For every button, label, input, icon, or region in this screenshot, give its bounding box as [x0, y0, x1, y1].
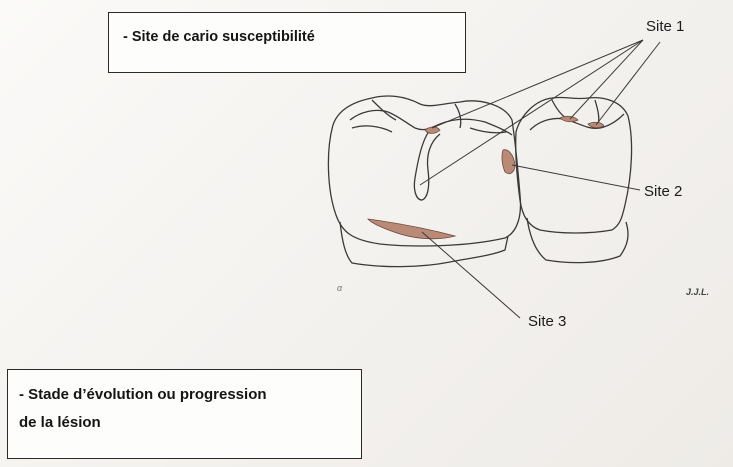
stage-line-1: - Stade d’évolution ou progression	[19, 386, 267, 403]
lesions	[367, 115, 605, 240]
artist-mark-left: α	[337, 283, 343, 293]
lesion-site1-right-a	[559, 115, 579, 123]
site-2-label: Site 2	[644, 183, 683, 200]
site-3-label: Site 3	[528, 313, 567, 330]
leader-lines	[419, 39, 661, 319]
lesion-site1-left	[424, 126, 441, 134]
lesion-site3	[367, 218, 457, 240]
site-1-label: Site 1	[646, 18, 685, 35]
stage-line-2: de la lésion	[19, 414, 101, 431]
title-text: - Site de cario susceptibilité	[123, 29, 315, 45]
right-premolar	[515, 96, 633, 264]
left-molar	[327, 95, 522, 268]
title-box-cario-susceptibility: - Site de cario susceptibilité	[108, 12, 466, 73]
lesion-site2	[501, 149, 516, 174]
artist-signature: J.J.L.	[686, 287, 710, 297]
stage-evolution-box: - Stade d’évolution ou progression de la…	[7, 369, 362, 459]
